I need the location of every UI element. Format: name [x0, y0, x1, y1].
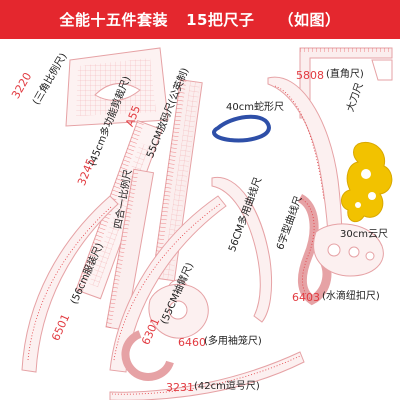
snake-ruler-shape	[212, 114, 271, 143]
clothing-ruler-shape	[21, 195, 119, 373]
four-in-one-ruler-shape	[105, 168, 155, 331]
armhole-ruler-shape	[148, 283, 209, 339]
code-6403: 6403	[292, 291, 320, 304]
six-shape-ruler-shape	[297, 193, 332, 306]
code-3231: 3231	[166, 381, 194, 394]
label-snake-ruler: 40cm蛇形尺	[226, 102, 284, 113]
label-right-angle-ruler: (直角尺)	[326, 69, 364, 80]
code-5808: 5808	[296, 69, 324, 82]
label-armhole-ruler: (多用袖笼尺)	[204, 336, 262, 347]
title-banner: 全能十五件套装 15把尺子 （如图）	[0, 0, 400, 39]
triangle-ruler-shape	[65, 47, 169, 127]
code-6460: 6460	[178, 336, 206, 349]
label-cloud-ruler: 30cm云尺	[340, 229, 388, 240]
grading-ruler-shape	[152, 79, 203, 282]
banner-count: 15把尺子	[186, 11, 255, 29]
label-comma-ruler: (42cm逗号尺)	[194, 381, 260, 392]
multi-curve-ruler-shape	[211, 176, 273, 323]
banner-note: （如图）	[278, 11, 341, 29]
banner-title: 全能十五件套装	[59, 11, 169, 29]
label-water-drop-ruler: (水滴纽扣尺)	[322, 291, 380, 302]
comma-ruler-shape	[109, 330, 305, 400]
cloud-ruler-shape	[341, 142, 393, 223]
water-drop-ruler-shape	[313, 223, 384, 277]
